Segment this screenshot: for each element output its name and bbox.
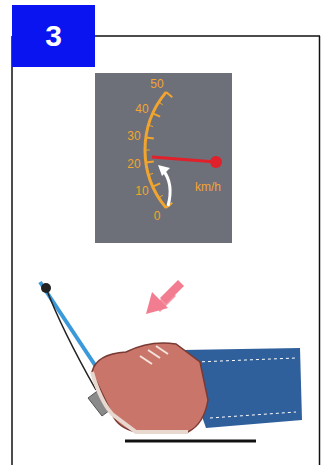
speed-arrow-head — [158, 165, 170, 176]
scale-number: 50 — [150, 78, 163, 90]
gauge-ticks — [146, 92, 172, 208]
press-arrow — [146, 280, 184, 314]
gauge-panel — [95, 73, 232, 243]
gauge-needle — [152, 157, 216, 162]
pedal-linkage — [46, 288, 96, 390]
needle-pivot — [210, 156, 222, 168]
shoe-laces — [140, 346, 168, 364]
step-number: 3 — [45, 21, 62, 51]
speed-arrow — [163, 170, 170, 206]
floor — [125, 440, 256, 443]
scale-number: 20 — [127, 158, 140, 170]
scale-number: 40 — [135, 103, 148, 115]
pedal-pivot — [41, 283, 51, 293]
step-badge: 3 — [12, 5, 95, 67]
scale-number: 10 — [135, 185, 148, 197]
gauge-minor-ticks — [145, 102, 163, 198]
shoe-sole — [92, 372, 188, 432]
unit-label: km/h — [195, 181, 221, 193]
frame — [12, 36, 320, 465]
shoe — [92, 343, 208, 432]
speedometer: 50 40 30 20 10 0 km/h — [95, 73, 232, 243]
scale-number: 0 — [154, 210, 161, 222]
scale-number: 30 — [127, 130, 140, 142]
